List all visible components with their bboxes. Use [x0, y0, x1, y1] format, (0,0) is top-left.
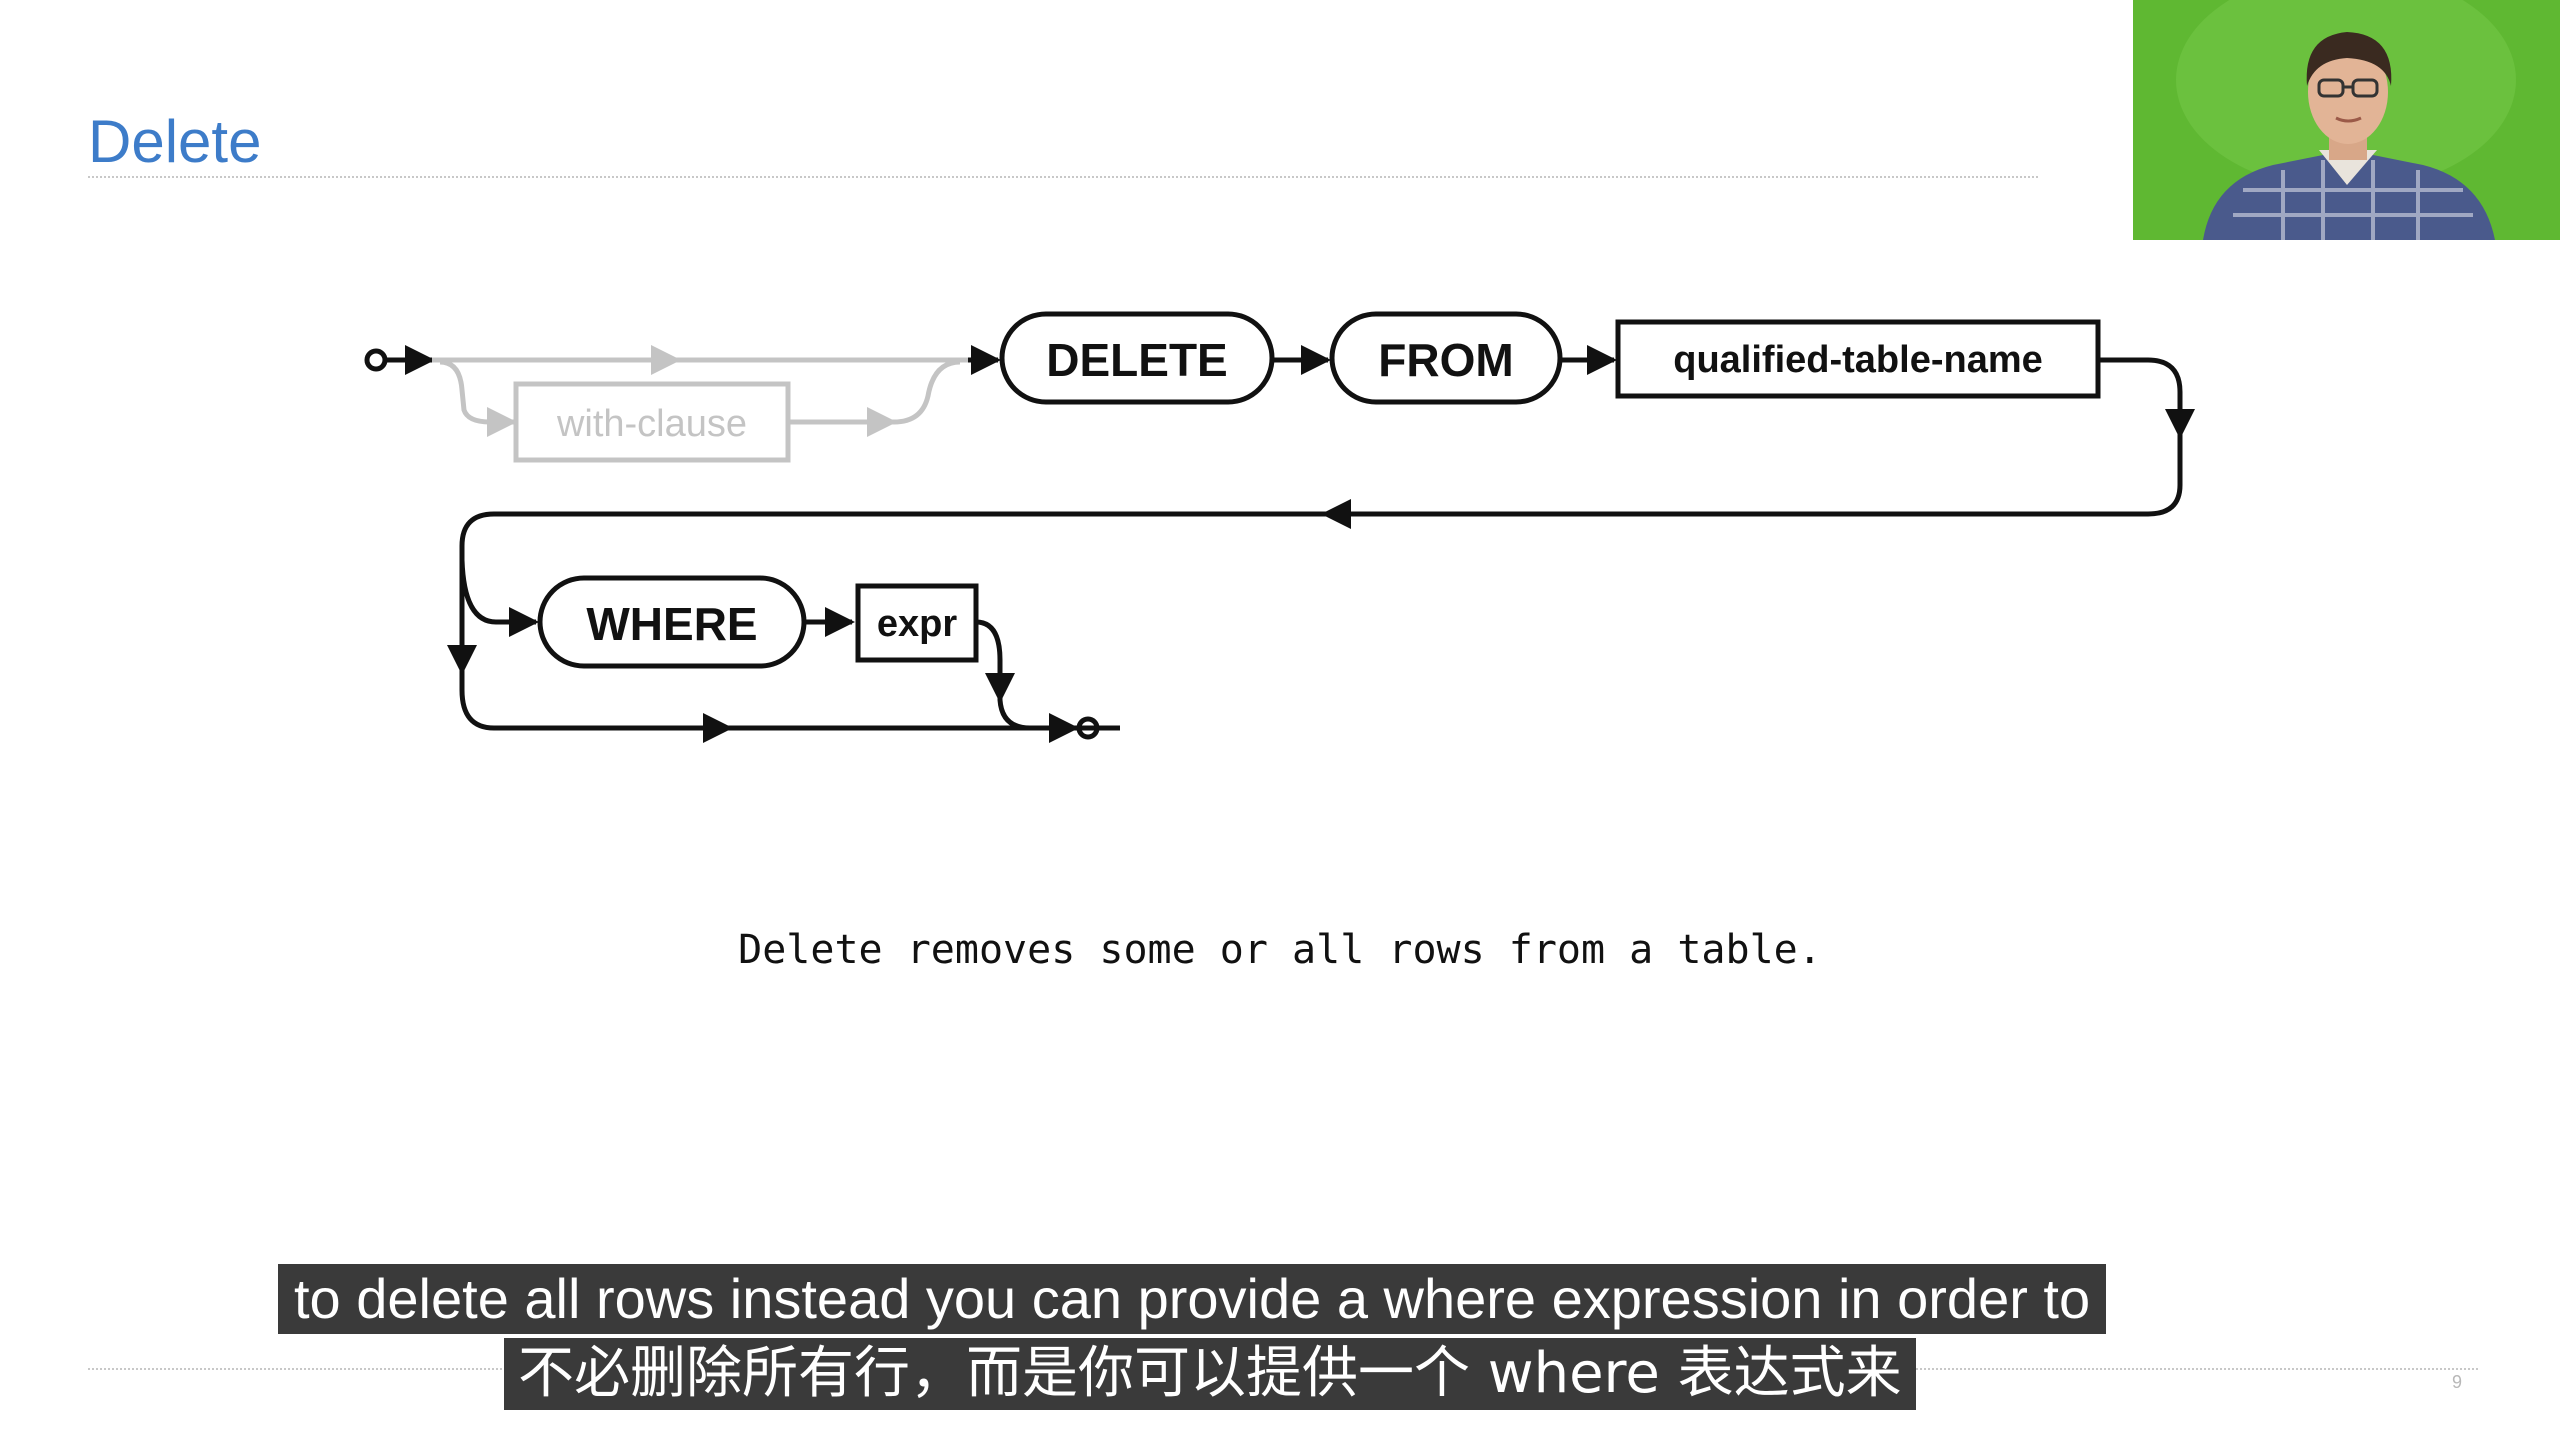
wrap-line [459, 357, 2183, 731]
start-terminal-icon [364, 348, 388, 372]
page-number: 9 [2452, 1372, 2463, 1392]
table-name-label: qualified-table-name [1673, 339, 2043, 381]
slide-title: Delete [88, 108, 262, 175]
delete-keyword-label: DELETE [1046, 334, 1227, 386]
subtitle-chinese: 不必删除所有行，而是你可以提供一个 where 表达式来 [504, 1338, 1916, 1410]
with-clause-box [513, 381, 791, 463]
with-clause-label: with-clause [556, 403, 747, 445]
title-divider [88, 176, 2038, 178]
expr-box [855, 583, 979, 663]
where-branch-line [459, 559, 539, 637]
slide-description: Delete removes some or all rows from a t… [738, 927, 1822, 973]
presenter-shirt [2203, 155, 2495, 240]
subtitle-english: to delete all rows instead you can provi… [278, 1264, 2107, 1334]
end-terminal-icon [1076, 716, 1100, 740]
where-keyword-label: WHERE [586, 598, 757, 650]
expr-to-end-line [975, 619, 1074, 731]
presenter-face [2308, 40, 2388, 144]
presenter-webcam [2133, 0, 2560, 240]
from-keyword-label: FROM [1378, 334, 1513, 386]
with-clause-branch [432, 345, 968, 437]
expr-label: expr [877, 603, 957, 645]
